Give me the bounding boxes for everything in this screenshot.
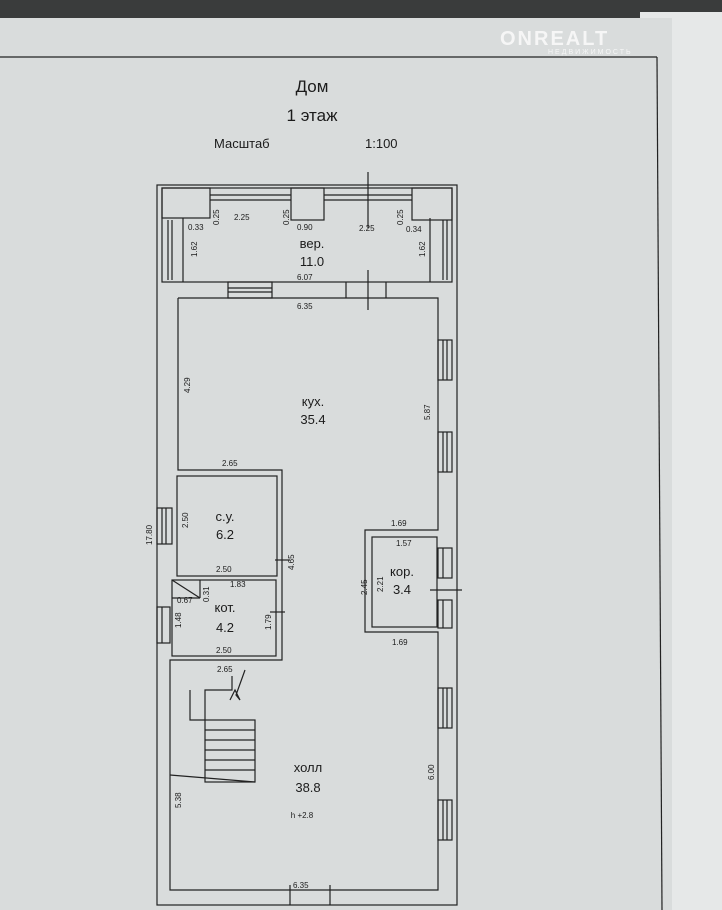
scale-label: Масштаб bbox=[214, 136, 270, 151]
windows bbox=[156, 339, 453, 841]
room-hall-name: холл bbox=[294, 760, 322, 775]
dim: 0.25 bbox=[396, 209, 405, 225]
dim: 5.87 bbox=[423, 404, 432, 420]
room-veranda-area: 11.0 bbox=[300, 254, 324, 269]
dim: 2.25 bbox=[359, 224, 375, 233]
dim: 17.80 bbox=[145, 524, 154, 545]
dim: 1.57 bbox=[396, 539, 412, 548]
dim: 1.83 bbox=[230, 580, 246, 589]
dim: 2.45 bbox=[360, 579, 369, 595]
veranda-pillar bbox=[161, 187, 211, 219]
dim: 4.65 bbox=[287, 554, 296, 570]
room-hall-area: 38.8 bbox=[295, 780, 320, 795]
room-bathroom-area: 6.2 bbox=[216, 527, 234, 542]
room-kitchen-area: 35.4 bbox=[300, 412, 325, 427]
dim: 6.00 bbox=[427, 764, 436, 780]
room-veranda-name: вер. bbox=[300, 236, 325, 251]
room-boiler-name: кот. bbox=[215, 600, 236, 615]
dim: 2.50 bbox=[216, 565, 232, 574]
dim: 1.69 bbox=[392, 638, 408, 647]
dim: 6.35 bbox=[297, 302, 313, 311]
dim: 2.65 bbox=[222, 459, 238, 468]
plan-title: Дом bbox=[296, 77, 329, 96]
dim: 4.29 bbox=[183, 377, 192, 393]
dim: 0.67 bbox=[177, 596, 193, 605]
dim: 0.31 bbox=[202, 586, 211, 602]
scale-value: 1:100 bbox=[365, 136, 398, 151]
boiler-outline bbox=[171, 579, 277, 657]
dim: 1.79 bbox=[264, 614, 273, 630]
dim: 1.62 bbox=[418, 241, 427, 257]
veranda-pillar bbox=[290, 187, 325, 221]
dim: 1.69 bbox=[391, 519, 407, 528]
room-bathroom-name: с.у. bbox=[216, 509, 235, 524]
room-corridor-area: 3.4 bbox=[393, 582, 411, 597]
corridor-outline bbox=[371, 536, 438, 628]
dim: 0.34 bbox=[406, 225, 422, 234]
outer-wall-outline bbox=[156, 184, 458, 906]
frame-right bbox=[656, 56, 663, 910]
background-edge bbox=[0, 0, 722, 22]
veranda-pillar bbox=[411, 187, 453, 221]
room-hall-height: h +2.8 bbox=[291, 811, 314, 820]
bathroom-outline bbox=[176, 475, 278, 577]
dim: 6.07 bbox=[297, 273, 313, 282]
dim: 0.25 bbox=[212, 209, 221, 225]
kitchen-hall-outline bbox=[169, 297, 439, 891]
dim: 0.33 bbox=[188, 223, 204, 232]
dim: 1.62 bbox=[190, 241, 199, 257]
dim: 2.25 bbox=[234, 213, 250, 222]
dim: 0.90 bbox=[297, 223, 313, 232]
dim: 6.35 bbox=[293, 881, 309, 890]
room-boiler-area: 4.2 bbox=[216, 620, 234, 635]
dim: 1.48 bbox=[174, 612, 183, 628]
stairs bbox=[169, 669, 256, 783]
dim: 2.50 bbox=[216, 646, 232, 655]
dim: 2.21 bbox=[376, 576, 385, 592]
floor-label: 1 этаж bbox=[287, 106, 339, 125]
dim: 2.65 bbox=[217, 665, 233, 674]
paper-page bbox=[0, 18, 672, 910]
dim: 5.38 bbox=[174, 792, 183, 808]
dim: 0.25 bbox=[282, 209, 291, 225]
room-corridor-name: кор. bbox=[390, 564, 414, 579]
room-kitchen-name: кух. bbox=[302, 394, 324, 409]
dim: 2.50 bbox=[181, 512, 190, 528]
